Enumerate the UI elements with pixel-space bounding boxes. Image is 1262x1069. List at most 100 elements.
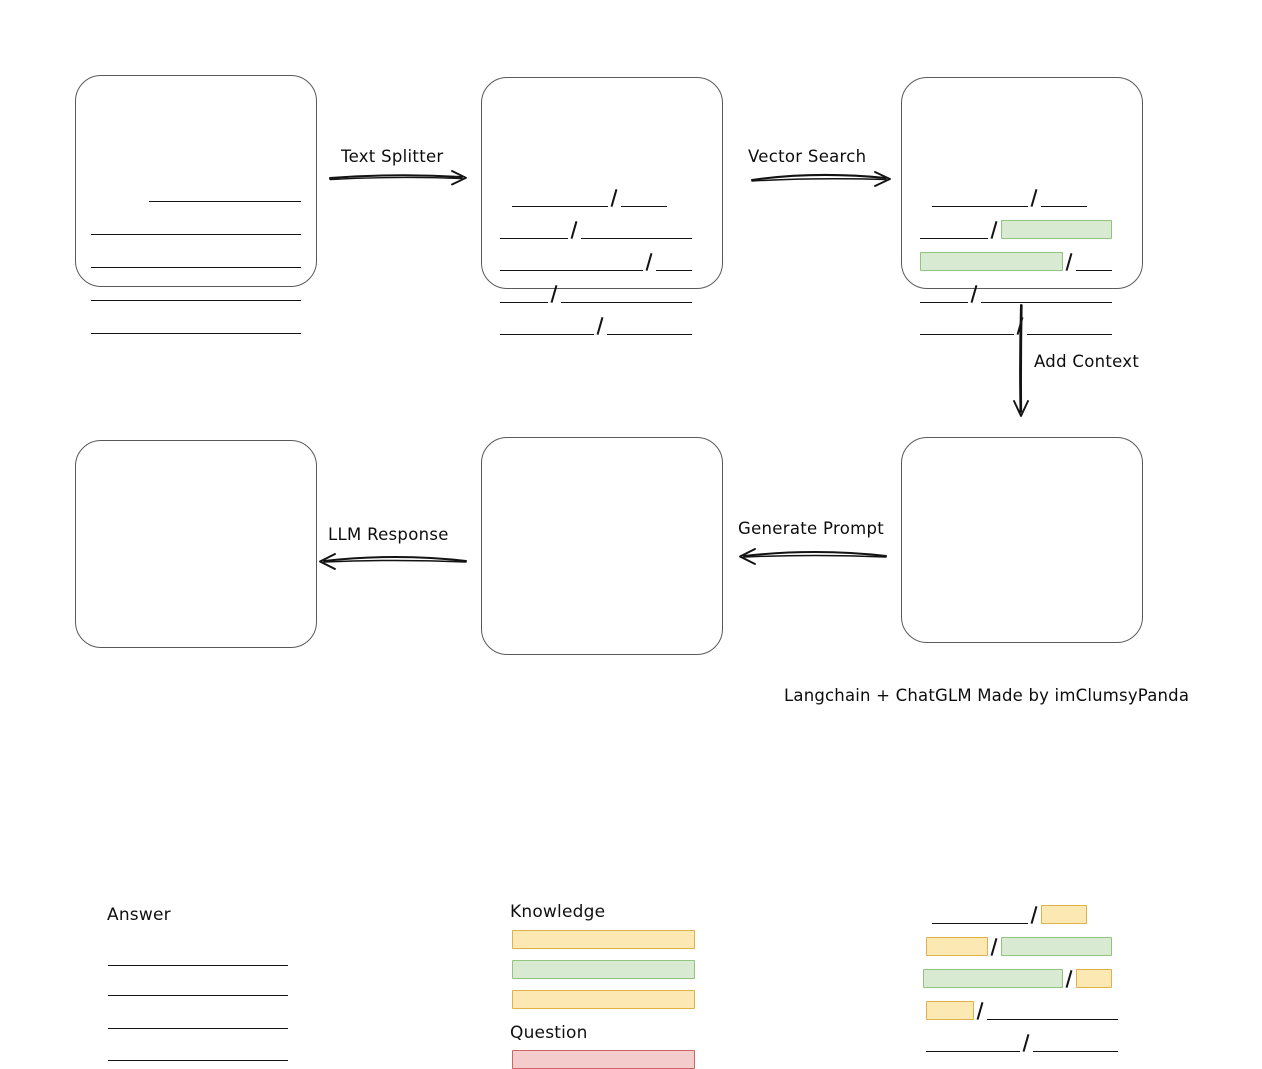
context-chunks-rows bbox=[902, 438, 1142, 1052]
question-label: Question bbox=[510, 1023, 588, 1043]
text-line bbox=[149, 182, 301, 202]
text-run bbox=[1076, 253, 1112, 271]
edge-label-llm-response: LLM Response bbox=[328, 525, 449, 544]
matched-chunks-rows bbox=[902, 78, 1142, 335]
text-run bbox=[108, 1011, 288, 1029]
highlight-run-yellow bbox=[512, 990, 695, 1009]
prompt-rows: Knowledge Question bbox=[482, 438, 722, 1069]
text-line bbox=[500, 219, 692, 239]
slash-separator bbox=[988, 220, 1001, 239]
highlight-run-yellow bbox=[926, 1001, 974, 1020]
diagram-canvas: Knowledge Question Answer bbox=[0, 0, 1262, 792]
text-run bbox=[1033, 1034, 1118, 1052]
slash-separator bbox=[974, 1001, 987, 1020]
slash-separator bbox=[568, 220, 581, 239]
text-run bbox=[500, 317, 594, 335]
text-line bbox=[512, 187, 667, 207]
slash-separator bbox=[548, 284, 561, 303]
text-line bbox=[500, 315, 692, 335]
highlight-run-green bbox=[920, 252, 1063, 271]
text-line bbox=[91, 314, 301, 334]
text-line bbox=[926, 1032, 1118, 1052]
text-run bbox=[91, 250, 301, 268]
text-run bbox=[621, 189, 667, 207]
edge-label-vector-search: Vector Search bbox=[748, 147, 867, 166]
text-run bbox=[987, 1002, 1118, 1020]
slash-separator bbox=[1063, 252, 1076, 271]
slash-separator bbox=[608, 188, 621, 207]
edge-label-add-context: Add Context bbox=[1034, 352, 1140, 371]
split-chunks-rows bbox=[482, 78, 722, 335]
edge-label-generate-prompt: Generate Prompt bbox=[738, 519, 884, 538]
edge-label-text-splitter: Text Splitter bbox=[341, 147, 444, 166]
arrow-llm-response bbox=[319, 553, 467, 570]
split-chunks-card[interactable] bbox=[481, 77, 723, 335]
text-run bbox=[108, 1043, 288, 1061]
slash-separator bbox=[1014, 316, 1027, 335]
slash-separator bbox=[1020, 1033, 1033, 1052]
text-run bbox=[607, 317, 692, 335]
text-line bbox=[500, 251, 692, 271]
text-run bbox=[149, 184, 301, 202]
footer-credit: Langchain + ChatGLM Made by imClumsyPand… bbox=[784, 686, 1190, 705]
text-line bbox=[932, 187, 1087, 207]
text-run bbox=[1041, 189, 1087, 207]
text-line bbox=[91, 215, 301, 235]
knowledge-bar bbox=[512, 959, 695, 979]
question-bar bbox=[512, 1049, 695, 1069]
text-line bbox=[920, 315, 1112, 335]
source-document-rows bbox=[76, 76, 316, 334]
highlight-run-green bbox=[923, 969, 1063, 988]
highlight-run-green bbox=[1001, 937, 1112, 956]
text-line bbox=[926, 1000, 1118, 1020]
highlight-run-yellow bbox=[1076, 969, 1112, 988]
slash-separator bbox=[643, 252, 656, 271]
text-line bbox=[923, 968, 1112, 988]
text-line bbox=[91, 248, 301, 268]
context-chunks-card[interactable] bbox=[901, 437, 1143, 1052]
matched-chunks-card[interactable] bbox=[901, 77, 1143, 335]
source-document-card[interactable] bbox=[75, 75, 317, 334]
text-run bbox=[91, 283, 301, 301]
answer-label: Answer bbox=[107, 905, 171, 925]
prompt-card[interactable]: Knowledge Question bbox=[481, 437, 723, 1069]
text-run bbox=[500, 285, 548, 303]
text-run bbox=[108, 978, 288, 996]
text-run bbox=[108, 948, 288, 966]
text-line bbox=[932, 904, 1087, 924]
arrow-vector-search bbox=[751, 171, 891, 187]
highlight-run-yellow bbox=[1041, 905, 1087, 924]
text-line bbox=[920, 219, 1112, 239]
text-run bbox=[91, 217, 301, 235]
arrow-generate-prompt bbox=[739, 548, 887, 565]
slash-separator bbox=[594, 316, 607, 335]
text-run bbox=[512, 189, 608, 207]
text-line bbox=[108, 976, 288, 996]
text-run bbox=[932, 189, 1028, 207]
text-run bbox=[926, 1034, 1020, 1052]
slash-separator bbox=[968, 284, 981, 303]
highlight-run-red bbox=[512, 1050, 695, 1069]
answer-card[interactable]: Answer bbox=[75, 440, 317, 1061]
text-line bbox=[108, 946, 288, 966]
text-run bbox=[91, 316, 301, 334]
text-run bbox=[932, 906, 1028, 924]
text-run bbox=[500, 253, 643, 271]
highlight-run-yellow bbox=[926, 937, 988, 956]
text-run bbox=[500, 221, 568, 239]
text-run bbox=[656, 253, 692, 271]
text-run bbox=[1027, 317, 1112, 335]
knowledge-bar bbox=[512, 929, 695, 949]
text-line bbox=[920, 283, 1112, 303]
text-run bbox=[581, 221, 692, 239]
highlight-run-yellow bbox=[512, 930, 695, 949]
highlight-run-green bbox=[1001, 220, 1112, 239]
text-line bbox=[500, 283, 692, 303]
text-line bbox=[108, 1009, 288, 1029]
text-run bbox=[561, 285, 692, 303]
slash-separator bbox=[988, 937, 1001, 956]
arrow-text-splitter bbox=[329, 170, 467, 186]
text-run bbox=[920, 285, 968, 303]
knowledge-bar bbox=[512, 989, 695, 1009]
knowledge-label: Knowledge bbox=[510, 902, 606, 922]
